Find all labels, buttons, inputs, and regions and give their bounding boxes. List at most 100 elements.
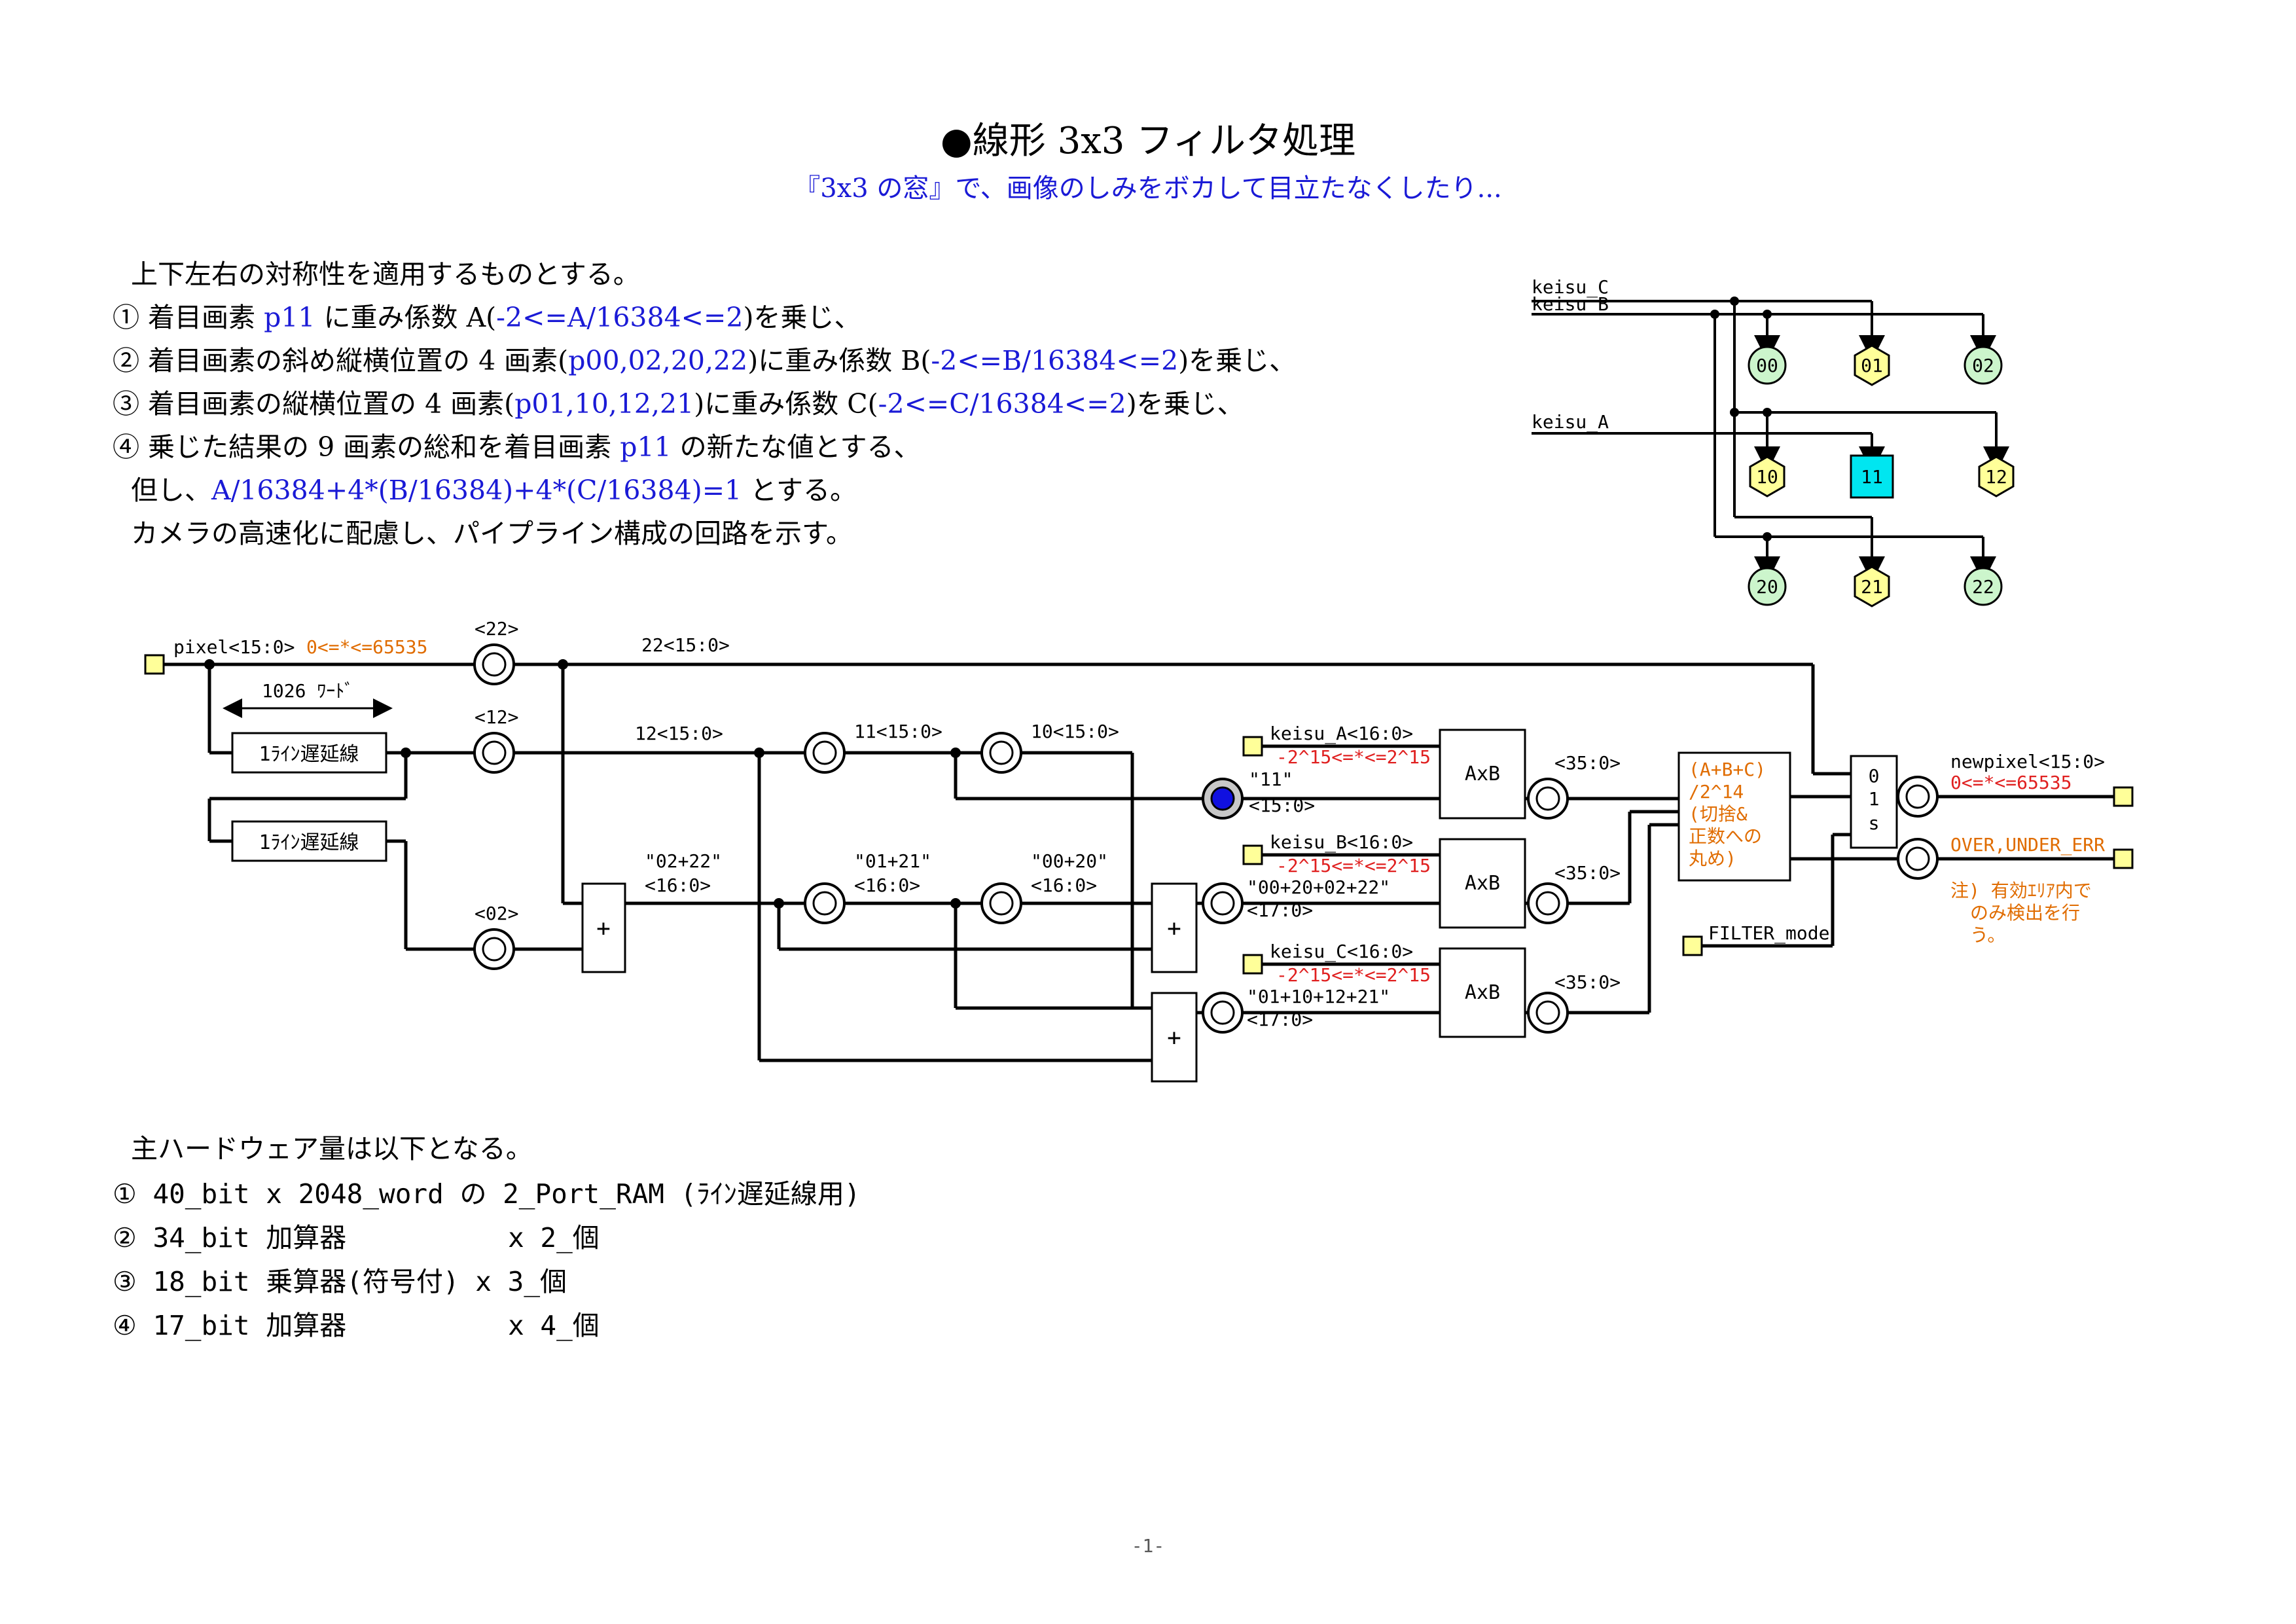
- page-subtitle: 『3x3 の窓』で、画像のしみをボカして目立たなくしたり...: [794, 173, 1502, 204]
- line-delay-2: [231, 820, 387, 862]
- cell-00-label: 00: [1756, 355, 1778, 376]
- hardware-item-2: ② 34_bit 加算器 x 2_個: [113, 1222, 600, 1254]
- intro-line-5: 但し、A/16384+4*(B/16384)+4*(C/16384)=1 とする…: [131, 475, 857, 506]
- err-label: OVER,UNDER_ERR: [1950, 834, 2105, 856]
- cell-00: [1748, 346, 1787, 385]
- keisu-c-range: -2^15<=*<=2^15: [1276, 964, 1431, 986]
- cell-01-label: 01: [1861, 355, 1883, 376]
- sum0121-label: "01+21": [854, 850, 931, 872]
- prodC-width: <35:0>: [1554, 971, 1621, 993]
- intro-line-3: ③ 着目画素の縦横位置の 4 画素(p01,10,12,21)に重み係数 C(-…: [113, 388, 1244, 420]
- prodA-width: <35:0>: [1554, 752, 1621, 774]
- register-sumC: [1202, 992, 1244, 1034]
- keisu-c-port: [1242, 954, 1263, 975]
- cell-10: [1749, 456, 1785, 497]
- cell-12: [1978, 456, 2015, 497]
- bus12-label: 12<15:0>: [635, 723, 723, 744]
- hardware-title: 主ハードウェア量は以下となる。: [131, 1133, 533, 1164]
- keisu-b-label: keisu_B<16:0>: [1270, 831, 1413, 854]
- adder-1-label: +: [596, 915, 611, 942]
- register-newpixel: [1897, 776, 1939, 818]
- register-prodB: [1527, 882, 1569, 924]
- intro-line-2: ② 着目画素の斜め縦横位置の 4 画素(p00,02,20,22)に重み係数 B…: [113, 345, 1297, 376]
- sum0020-width: <16:0>: [1031, 875, 1097, 896]
- sum0222-label: "02+22": [645, 850, 722, 872]
- register-err: [1897, 838, 1939, 880]
- cell-22: [1964, 567, 2003, 606]
- cell-10-label: 10: [1756, 466, 1778, 488]
- sum0121-width: <16:0>: [854, 875, 920, 896]
- adder-B-label: +: [1167, 915, 1181, 942]
- window-diagram: keisu_C keisu_B keisu_A 00 01 02 10 11 1…: [1532, 276, 2015, 607]
- register-11: [804, 732, 846, 774]
- cell-22-label: 22: [1972, 576, 1994, 598]
- filter-mode-label: FILTER_mode: [1708, 922, 1829, 945]
- mux-select: s: [1869, 812, 1880, 834]
- adder-1: [581, 882, 626, 973]
- multiplier-C: [1439, 947, 1526, 1038]
- note-line-1: のみ検出を行: [1970, 902, 2080, 924]
- mux-in-0: 0: [1869, 765, 1880, 787]
- center-width: <15:0>: [1249, 795, 1315, 816]
- keisu-b-port: [1242, 844, 1263, 865]
- page-number: -1-: [1131, 1535, 1165, 1557]
- intro-line-4: ④ 乗じた結果の 9 画素の総和を着目画素 p11 の新たな値とする、: [113, 431, 921, 463]
- page-title: ●線形 3x3 フィルタ処理: [940, 120, 1356, 162]
- register-prodC: [1527, 992, 1569, 1034]
- pixel-range: 0<=*<=65535: [306, 636, 427, 658]
- intro-line-0: 上下左右の対称性を適用するものとする。: [131, 259, 640, 290]
- register-12: [473, 732, 515, 774]
- window-keisu-b-label: keisu_B: [1532, 293, 1609, 316]
- note-line-2: う。: [1970, 924, 2005, 946]
- adder-C-label: +: [1167, 1024, 1181, 1051]
- hardware-item-3: ③ 18_bit 乗算器(符号付) x 3_個: [113, 1266, 567, 1297]
- bus11-label: 11<15:0>: [854, 721, 942, 742]
- hardware-item-1: ① 40_bit x 2048_word の 2_Port_RAM (ﾗｲﾝ遅延…: [113, 1178, 861, 1210]
- line-delay-2-label: 1ﾗｲﾝ遅延線: [259, 831, 359, 854]
- sumB-width: <17:0>: [1247, 899, 1313, 921]
- register-10: [980, 732, 1022, 774]
- cell-21-label: 21: [1861, 576, 1883, 598]
- cell-02: [1964, 346, 2003, 385]
- keisu-b-range: -2^15<=*<=2^15: [1276, 855, 1431, 876]
- register-sum0121: [804, 882, 846, 924]
- keisu-a-label: keisu_A<16:0>: [1270, 723, 1413, 745]
- multiplier-A: [1439, 729, 1526, 820]
- intro-line-6: カメラの高速化に配慮し、パイプライン構成の回路を示す。: [131, 518, 853, 549]
- intro-line-1: ① 着目画素 p11 に重み係数 A(-2<=A/16384<=2)を乗じ、: [113, 302, 861, 333]
- reg12-label: <12>: [475, 706, 518, 728]
- sumC-label: "01+10+12+21": [1247, 986, 1390, 1007]
- pipeline-circuit: 1ﾗｲﾝ遅延線 1ﾗｲﾝ遅延線 + + + AxB AxB AxB (A+B+C…: [144, 618, 2134, 1083]
- cell-20-label: 20: [1756, 576, 1778, 598]
- sum0020-label: "00+20": [1031, 850, 1108, 872]
- cell-02-label: 02: [1972, 355, 1994, 376]
- register-sumB: [1202, 882, 1244, 924]
- reg02-label: <02>: [475, 903, 518, 924]
- err-output-port: [2113, 848, 2134, 869]
- register-02: [473, 928, 515, 970]
- multiplier-A-label: AxB: [1465, 763, 1500, 785]
- normalizer-block: [1677, 751, 1791, 882]
- keisu-a-range: -2^15<=*<=2^15: [1276, 746, 1431, 768]
- sumB-label: "00+20+02+22": [1247, 876, 1390, 898]
- prodB-width: <35:0>: [1554, 862, 1621, 884]
- multiplier-C-label: AxB: [1465, 981, 1500, 1004]
- cell-20: [1748, 567, 1787, 606]
- register-sum0020: [980, 882, 1022, 924]
- normalizer-line-4: 丸め): [1689, 848, 1736, 869]
- mux: [1850, 755, 1898, 849]
- pixel-label: pixel<15:0>: [173, 636, 295, 658]
- newpixel-output-port: [2113, 786, 2134, 807]
- word-count-label: 1026 ﾜｰﾄﾞ: [262, 680, 353, 702]
- line-delay-1: [231, 732, 387, 774]
- filter-mode-port: [1682, 935, 1703, 956]
- pixel-input-port: [144, 654, 165, 675]
- hardware-item-4: ④ 17_bit 加算器 x 4_個: [113, 1310, 600, 1341]
- cell-01: [1854, 344, 1890, 386]
- normalizer-line-1: /2^14: [1689, 781, 1744, 803]
- newpixel-label: newpixel<15:0>: [1950, 751, 2105, 772]
- cell-21: [1854, 566, 1890, 607]
- bus10-label: 10<15:0>: [1031, 721, 1119, 742]
- bus22-label: 22<15:0>: [641, 634, 730, 656]
- sumC-width: <17:0>: [1247, 1009, 1313, 1030]
